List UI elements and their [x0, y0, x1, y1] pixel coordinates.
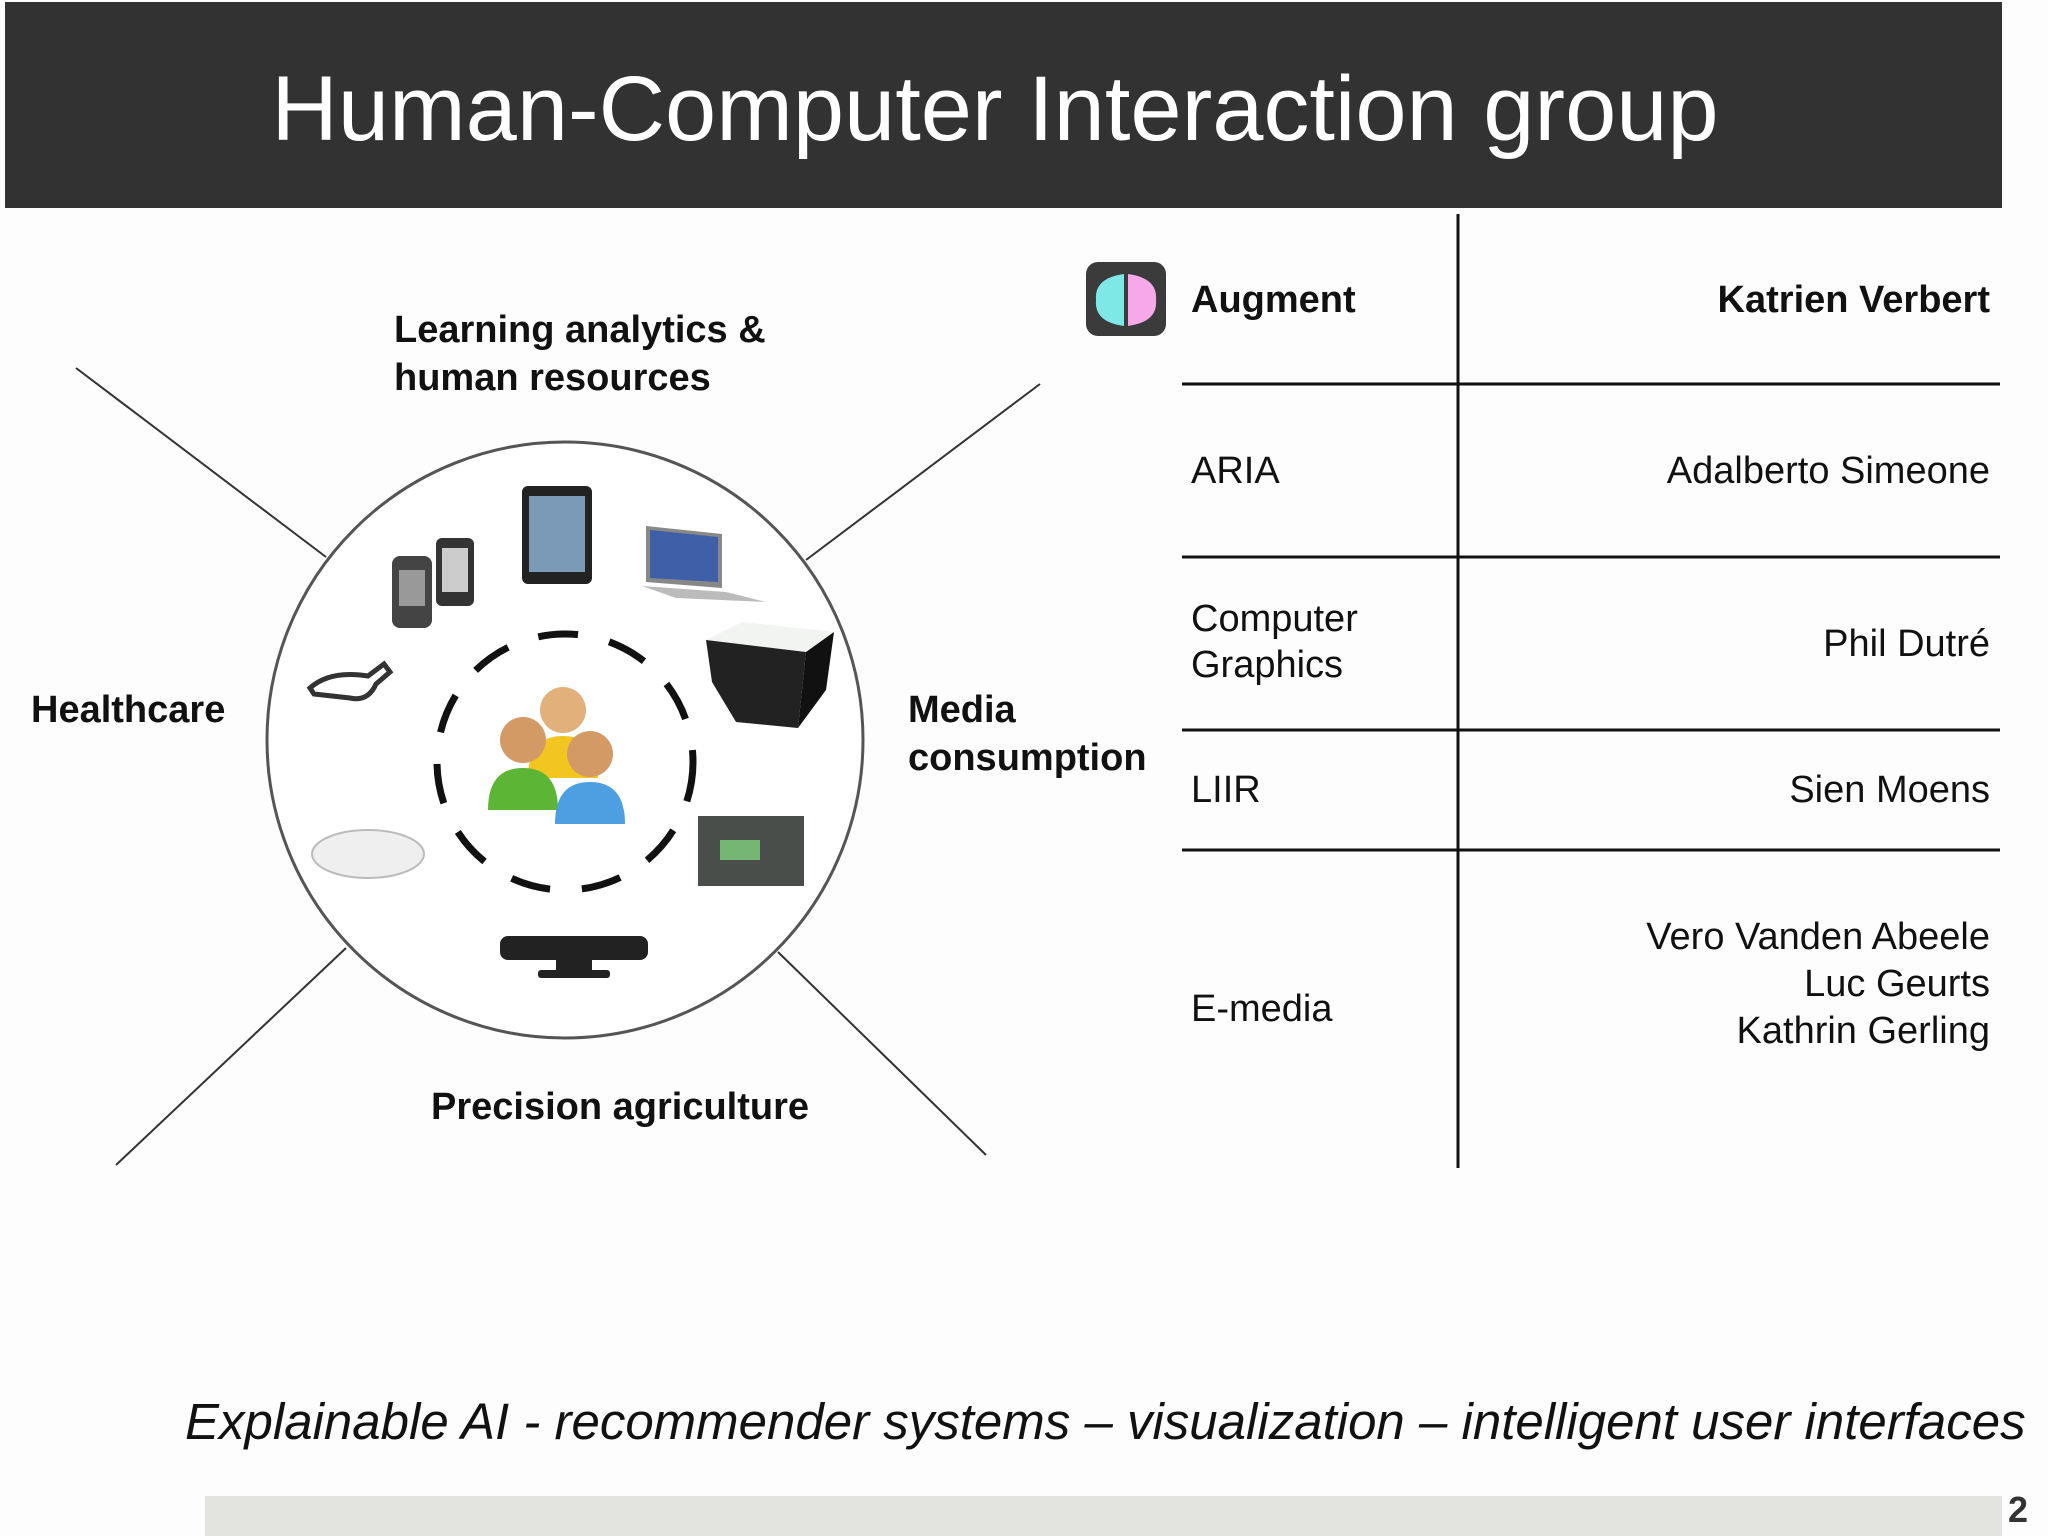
group-computer-graphics: Computer Graphics: [1191, 598, 1358, 686]
spoke-bottom-left: [115, 947, 347, 1166]
dashed-circle: [433, 630, 697, 894]
group-augment: Augment: [1191, 279, 1356, 321]
footer-bar: [205, 1496, 2002, 1536]
people-augment: Katrien Verbert: [1717, 279, 1990, 321]
group-e-media: E-media: [1191, 988, 1333, 1030]
spoke-top-left: [75, 367, 327, 558]
title-bar: Human-Computer Interaction group: [5, 2, 2002, 208]
people-aria: Adalberto Simeone: [1666, 450, 1990, 492]
brain-icon: [1086, 262, 1166, 336]
group-liir: LIIR: [1191, 769, 1261, 811]
tablet-icon: [522, 486, 592, 584]
group-aria: ARIA: [1191, 450, 1280, 492]
label-media-consumption: Media consumption: [908, 689, 1147, 779]
label-precision-agriculture: Precision agriculture: [431, 1086, 810, 1128]
label-learning-analytics: Learning analytics & human resources: [394, 309, 766, 399]
spoke-bottom-right: [777, 951, 987, 1156]
people-e-media: Vero Vanden Abeele Luc Geurts Kathrin Ge…: [1646, 916, 1990, 1052]
smart-glasses-icon: [306, 660, 394, 702]
mouse-icon: [311, 829, 425, 879]
tagline: Explainable AI - recommender systems – v…: [185, 1393, 2026, 1450]
people-computer-graphics: Phil Dutré: [1823, 623, 1990, 665]
spoke-top-right: [805, 383, 1041, 561]
smartphones-icon: [392, 538, 474, 628]
page-number: 2: [2008, 1489, 2029, 1530]
page-title: Human-Computer Interaction group: [271, 58, 1719, 160]
tabletop-icon: [706, 622, 834, 728]
people-liir: Sien Moens: [1789, 769, 1990, 811]
users-icon: [488, 687, 625, 824]
interactive-surface-icon: [698, 816, 804, 886]
label-healthcare: Healthcare: [31, 689, 226, 731]
laptop-icon: [642, 526, 766, 602]
kinect-icon: [500, 936, 648, 978]
